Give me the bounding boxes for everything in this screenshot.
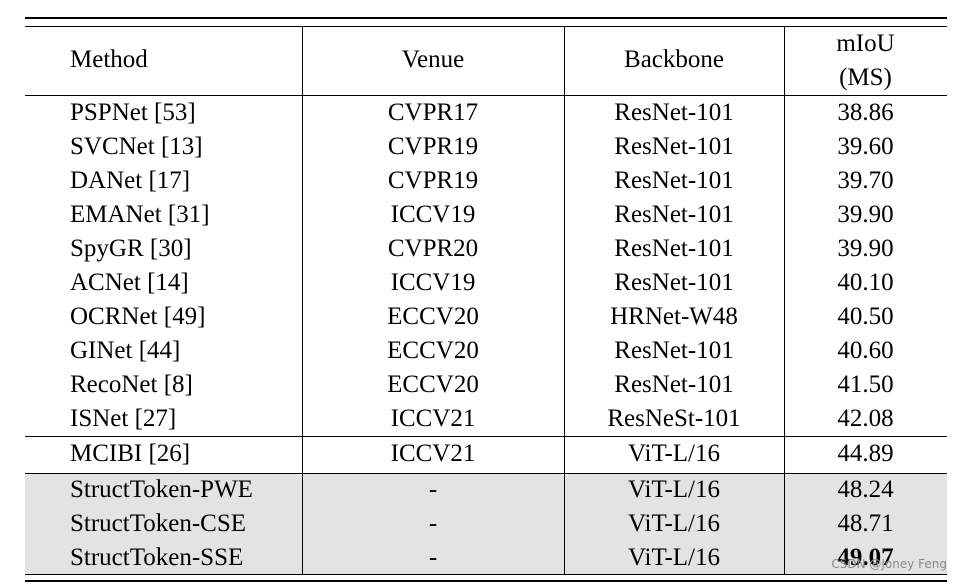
cell-miou: 39.60 [837, 133, 894, 160]
bottom-rule-inner [25, 574, 947, 575]
cell-method: OCRNet [49] [70, 303, 206, 330]
highlight-rule [25, 473, 947, 474]
cell-miou: 39.90 [837, 201, 894, 228]
cell-backbone: ResNet-101 [614, 269, 734, 296]
cell-miou: 40.60 [837, 337, 894, 364]
cell-venue: CVPR19 [387, 167, 479, 194]
cell-venue: ECCV20 [387, 303, 479, 330]
cell-method: MCIBI [26] [70, 440, 191, 467]
cell-venue: ECCV20 [387, 337, 479, 364]
cell-method: PSPNet [53] [70, 99, 196, 126]
cell-method: StructToken-SSE [70, 544, 244, 571]
cell-venue: ICCV19 [390, 201, 476, 228]
cell-backbone: ResNet-101 [614, 235, 734, 262]
cell-method: RecoNet [8] [70, 371, 193, 398]
cell-backbone: HRNet-W48 [610, 303, 738, 330]
column-separator [564, 27, 565, 574]
column-separator [784, 27, 785, 574]
cell-method: ISNet [27] [70, 405, 177, 432]
cell-venue: CVPR19 [387, 133, 479, 160]
cell-backbone: ResNet-101 [614, 167, 734, 194]
cell-backbone: ViT-L/16 [627, 510, 721, 537]
cell-method: StructToken-PWE [70, 476, 253, 503]
cell-venue: CVPR17 [387, 99, 479, 126]
cell-venue: - [428, 510, 438, 537]
cell-backbone: ResNeSt-101 [607, 405, 741, 432]
cell-venue: ICCV21 [390, 405, 476, 432]
cell-backbone: ResNet-101 [614, 99, 734, 126]
cell-miou: 38.86 [837, 99, 894, 126]
cell-method: GINet [44] [70, 337, 181, 364]
header-venue: Venue [401, 46, 465, 73]
cell-backbone: ViT-L/16 [627, 476, 721, 503]
header-rule [25, 95, 947, 96]
watermark: CSDN @Joney Feng [831, 557, 947, 571]
cell-backbone: ViT-L/16 [627, 440, 721, 467]
cell-miou: 41.50 [837, 371, 894, 398]
cell-method: SpyGR [30] [70, 235, 192, 262]
highlight-band [25, 473, 947, 574]
cell-method: EMANet [31] [70, 201, 210, 228]
cell-miou: 48.24 [837, 476, 894, 503]
cell-method: StructToken-CSE [70, 510, 247, 537]
header-miou-ms: (MS) [839, 64, 892, 91]
header-backbone: Backbone [624, 46, 724, 73]
cell-venue: CVPR20 [387, 235, 479, 262]
top-rule-outer [25, 17, 947, 19]
cell-miou: 40.50 [837, 303, 894, 330]
cell-venue: ICCV19 [390, 269, 476, 296]
cell-method: SVCNet [13] [70, 133, 203, 160]
cell-venue: ICCV21 [390, 440, 476, 467]
bottom-rule-outer [25, 580, 947, 582]
cell-method: ACNet [14] [70, 269, 189, 296]
cell-backbone: ResNet-101 [614, 133, 734, 160]
cell-backbone: ResNet-101 [614, 337, 734, 364]
cell-backbone: ResNet-101 [614, 201, 734, 228]
cell-backbone: ViT-L/16 [627, 544, 721, 571]
cell-venue: ECCV20 [387, 371, 479, 398]
group-rule [25, 436, 947, 437]
cell-miou: 44.89 [837, 440, 894, 467]
column-separator [302, 27, 303, 574]
cell-venue: - [428, 544, 438, 571]
header-method: Method [70, 46, 148, 73]
cell-miou: 40.10 [837, 269, 894, 296]
cell-miou: 49.07 [837, 544, 894, 571]
cell-miou: 42.08 [837, 405, 894, 432]
cell-miou: 39.90 [837, 235, 894, 262]
top-rule-inner [25, 26, 947, 27]
cell-miou: 48.71 [837, 510, 894, 537]
cell-method: DANet [17] [70, 167, 191, 194]
cell-backbone: ResNet-101 [614, 371, 734, 398]
header-miou: mIoU [836, 30, 895, 57]
cell-miou: 39.70 [837, 167, 894, 194]
cell-venue: - [428, 476, 438, 503]
